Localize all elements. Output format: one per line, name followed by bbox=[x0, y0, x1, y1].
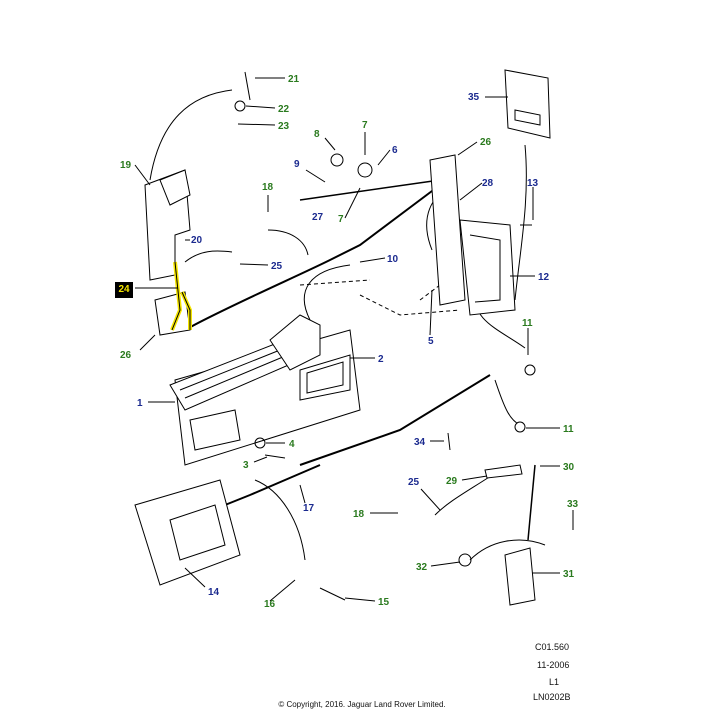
callout-23: 23 bbox=[278, 121, 290, 132]
callout-26b: 26 bbox=[480, 137, 492, 148]
callout-25: 25 bbox=[271, 261, 283, 272]
diagram-date: 11-2006 bbox=[537, 660, 570, 670]
latch-plate bbox=[429, 154, 466, 306]
leader-lines bbox=[134, 77, 574, 602]
handle-bezel-inner bbox=[306, 361, 344, 394]
callout-8: 8 bbox=[314, 129, 320, 140]
leader-arc bbox=[254, 479, 306, 561]
callout-7b: 7 bbox=[338, 214, 344, 225]
dashed-outline bbox=[359, 294, 461, 316]
callout-19: 19 bbox=[120, 160, 132, 171]
leader-arc bbox=[267, 229, 309, 256]
rod-30 bbox=[527, 464, 536, 541]
screw-15 bbox=[319, 587, 346, 601]
lower-rod bbox=[224, 464, 321, 506]
lock-motor bbox=[504, 547, 536, 606]
callout-18: 18 bbox=[262, 182, 274, 193]
leader-arc bbox=[514, 144, 527, 301]
striker-slot bbox=[514, 109, 541, 126]
callout-5: 5 bbox=[428, 336, 434, 347]
callout-21: 21 bbox=[288, 74, 300, 85]
callout-2: 2 bbox=[378, 354, 384, 365]
upper-rod bbox=[299, 179, 441, 201]
callout-11: 11 bbox=[522, 318, 533, 329]
latch-detail bbox=[469, 234, 501, 303]
callout-7: 7 bbox=[362, 120, 368, 131]
leader-arc bbox=[184, 250, 233, 263]
highlighted-rod-core bbox=[171, 261, 191, 331]
striker-plate bbox=[504, 69, 551, 139]
grommet-32 bbox=[458, 553, 472, 567]
inner-handle bbox=[134, 479, 241, 586]
callout-18b: 18 bbox=[353, 509, 365, 520]
callout-11b: 11 bbox=[563, 424, 574, 435]
callout-25b: 25 bbox=[408, 477, 420, 488]
callout-15: 15 bbox=[378, 597, 390, 608]
callout-34: 34 bbox=[414, 437, 426, 448]
callout-28: 28 bbox=[482, 178, 494, 189]
washer-8 bbox=[330, 153, 344, 167]
callout-30: 30 bbox=[563, 462, 575, 473]
callout-14: 14 bbox=[208, 587, 220, 598]
leader-arc bbox=[303, 264, 351, 321]
callout-26: 26 bbox=[120, 350, 132, 361]
bracket-plate bbox=[189, 409, 241, 451]
handle-detail bbox=[184, 353, 291, 399]
leader-arc bbox=[149, 89, 233, 181]
callout-32: 32 bbox=[416, 562, 428, 573]
latch-body bbox=[459, 219, 516, 316]
callout-27: 27 bbox=[312, 212, 324, 223]
callout-17: 17 bbox=[303, 503, 315, 514]
leader-arc bbox=[469, 539, 546, 561]
latch-cap bbox=[159, 169, 191, 206]
upper-rod bbox=[184, 184, 441, 331]
callout-6: 6 bbox=[392, 145, 398, 156]
clip-11 bbox=[524, 364, 536, 376]
screw-3 bbox=[264, 454, 286, 459]
screw-21 bbox=[244, 71, 251, 101]
diagram-code: LN0202B bbox=[533, 692, 571, 702]
callout-29: 29 bbox=[446, 476, 458, 487]
clip-11b bbox=[514, 421, 526, 433]
leader-arc bbox=[494, 379, 521, 426]
callout-10: 10 bbox=[387, 254, 399, 265]
copyright-notice: © Copyright, 2016. Jaguar Land Rover Lim… bbox=[278, 700, 446, 709]
screw-34 bbox=[447, 432, 451, 451]
highlighted-callout-24: 24 bbox=[115, 282, 133, 298]
callout-9: 9 bbox=[294, 159, 300, 170]
handle-bezel bbox=[299, 354, 351, 401]
washer-4 bbox=[254, 437, 266, 449]
callout-3: 3 bbox=[243, 460, 249, 471]
bush-6 bbox=[357, 162, 373, 178]
washer-22 bbox=[234, 100, 246, 112]
callout-20: 20 bbox=[191, 235, 203, 246]
lever-29 bbox=[484, 464, 523, 479]
diagram-level: L1 bbox=[549, 677, 560, 687]
callout-31: 31 bbox=[563, 569, 575, 580]
callout-22: 22 bbox=[278, 104, 290, 115]
handle-detail bbox=[179, 347, 286, 391]
lower-rod bbox=[299, 374, 491, 466]
inner-handle-pocket bbox=[169, 504, 226, 561]
dashed-outline bbox=[299, 279, 371, 286]
release-lever bbox=[269, 314, 321, 371]
callout-16: 16 bbox=[264, 599, 276, 610]
callout-12: 12 bbox=[538, 272, 550, 283]
callout-33: 33 bbox=[567, 499, 579, 510]
callout-35: 35 bbox=[468, 92, 480, 103]
callout-1: 1 bbox=[137, 398, 143, 409]
diagram-ref: C01.560 bbox=[535, 642, 570, 652]
callout-4: 4 bbox=[289, 439, 295, 450]
callout-13: 13 bbox=[527, 178, 539, 189]
dashed-outline bbox=[419, 284, 441, 301]
